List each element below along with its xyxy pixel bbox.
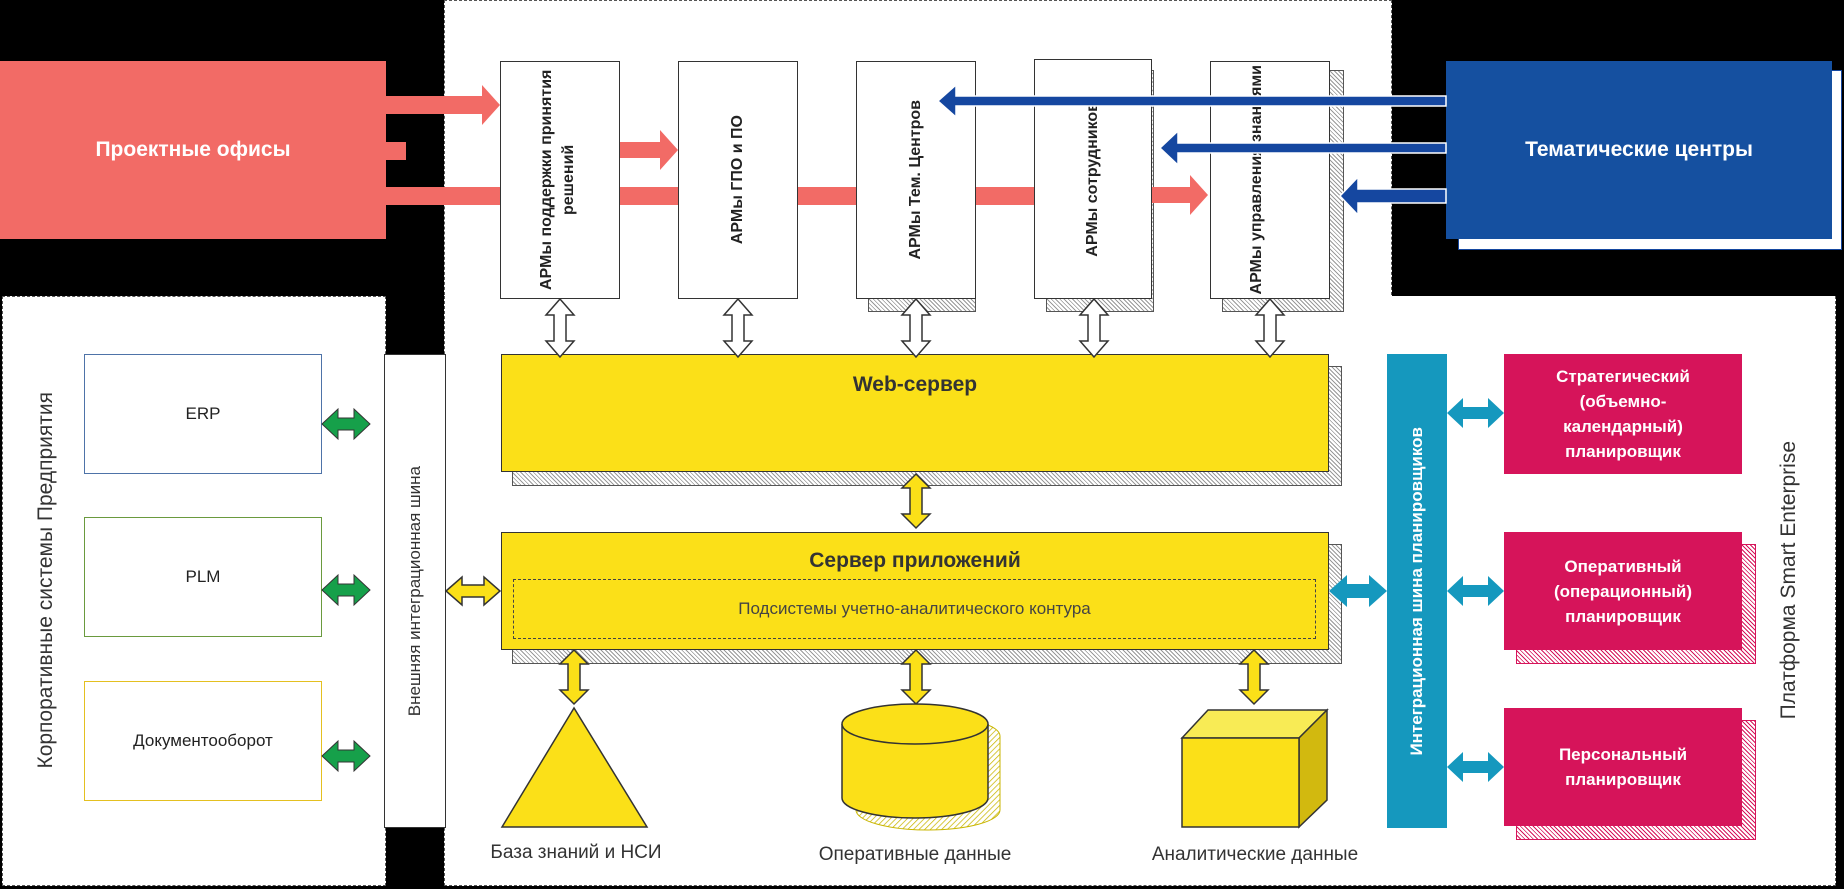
thematic-centers-box: Тематические центры <box>1446 61 1832 239</box>
app-server-label: Сервер приложений <box>809 549 1021 572</box>
project-offices-label: Проектные офисы <box>95 138 291 161</box>
workstation-employees[interactable]: АРМы сотрудников <box>1034 59 1152 299</box>
salmon-arrow-2 <box>386 142 406 160</box>
web-server-label: Web-сервер <box>852 373 978 396</box>
workstation-knowledge-management[interactable]: АРМы управления знаниями <box>1210 61 1330 299</box>
workstation-thematic-centers[interactable]: АРМы Тем. Центров <box>856 61 976 299</box>
web-server-box: Web-сервер <box>501 354 1329 472</box>
analytical-data-label: Аналитические данные <box>1151 844 1359 865</box>
operational-data-label: Оперативные данные <box>818 844 1012 865</box>
personal-planner[interactable]: Персональный планировщик <box>1504 708 1742 826</box>
platform-label: Платформа Smart Enterprise <box>1777 440 1800 720</box>
subsystems-label: Подсистемы учетно-аналитического контура <box>738 599 1091 618</box>
subsystems-box: Подсистемы учетно-аналитического контура <box>513 579 1316 639</box>
strategic-planner[interactable]: Стратегический (объемно-календарный) пла… <box>1504 354 1742 474</box>
workstation-decision-support[interactable]: АРМы поддержки принятия решений <box>500 61 620 299</box>
knowledge-base-label: База знаний и НСИ <box>490 842 662 863</box>
external-bus: Внешняя интеграционная шина <box>384 354 446 828</box>
project-offices-box: Проектные офисы <box>0 61 386 239</box>
operational-planner[interactable]: Оперативный (операционный) планировщик <box>1504 532 1742 650</box>
workstation-gpo-po[interactable]: АРМы ГПО и ПО <box>678 61 798 299</box>
plm-box[interactable]: PLM <box>84 517 322 637</box>
app-server-box: Сервер приложений Подсистемы учетно-анал… <box>501 532 1329 650</box>
corporate-title: Корпоративные системы Предприятия <box>34 391 57 769</box>
planner-bus: Интеграционная шина планировщиков <box>1387 354 1447 828</box>
document-flow-box[interactable]: Документооборот <box>84 681 322 801</box>
thematic-centers-label: Тематические центры <box>1525 138 1753 161</box>
erp-box[interactable]: ERP <box>84 354 322 474</box>
